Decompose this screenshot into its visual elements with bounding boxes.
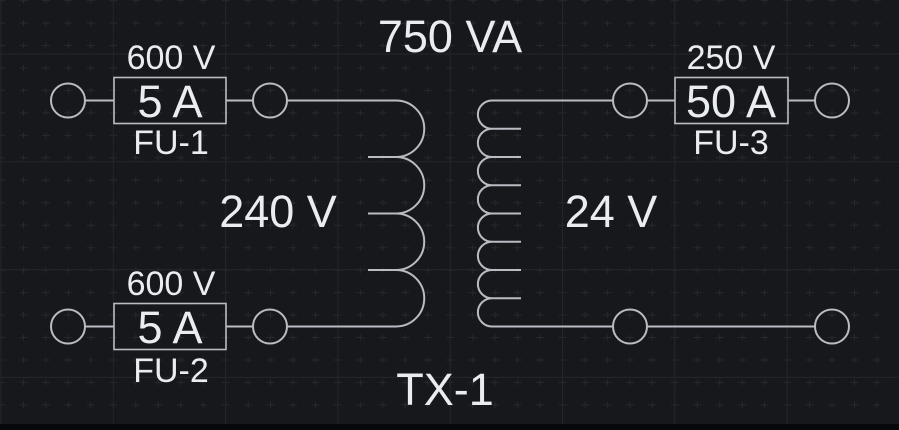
terminal-circle[interactable] — [612, 308, 648, 345]
fuse-fu3-voltage-label: 250 V — [687, 39, 776, 77]
terminal-circle[interactable] — [252, 82, 288, 119]
primary-voltage-label: 240 V — [219, 186, 337, 237]
wire-connections[interactable] — [85, 99, 815, 328]
fuse-fu2-voltage-label: 600 V — [127, 265, 216, 303]
terminal-circle[interactable] — [50, 82, 86, 119]
fuse-fu3-rating-label: 50 A — [686, 76, 776, 127]
terminal-circle[interactable] — [252, 308, 288, 345]
terminals — [50, 82, 850, 345]
transformer-secondary-taps — [492, 127, 521, 300]
fuse-fu2-rating-label: 5 A — [137, 302, 202, 353]
terminal-circle[interactable] — [612, 82, 648, 119]
transformer-primary-taps — [368, 156, 396, 271]
fuse-fu1[interactable]: 600 V 5 A FU-1 — [113, 39, 227, 162]
fuse-fu3-body[interactable] — [674, 76, 789, 125]
terminal-circle[interactable] — [814, 82, 850, 119]
fuse-fu1-rating-label: 5 A — [137, 76, 202, 127]
fuse-fu2-id-label: FU-2 — [133, 352, 209, 390]
fuse-fu2-body[interactable] — [113, 302, 227, 351]
transformer-id-label: TX-1 — [396, 364, 494, 415]
fuse-fu2[interactable]: 600 V 5 A FU-2 — [113, 265, 227, 390]
fuse-fu1-voltage-label: 600 V — [127, 39, 216, 77]
power-rating-label: 750 VA — [378, 11, 522, 62]
secondary-voltage-label: 24 V — [565, 186, 658, 237]
canvas-bottom-edge — [0, 424, 899, 430]
fuse-fu3[interactable]: 250 V 50 A FU-3 — [674, 39, 789, 162]
fuse-fu1-body[interactable] — [113, 76, 227, 125]
fuse-fu3-id-label: FU-3 — [693, 124, 769, 162]
fuse-fu1-id-label: FU-1 — [133, 124, 209, 162]
transformer-tx1[interactable] — [287, 99, 613, 328]
terminal-circle[interactable] — [50, 308, 86, 345]
terminal-circle[interactable] — [814, 308, 850, 345]
